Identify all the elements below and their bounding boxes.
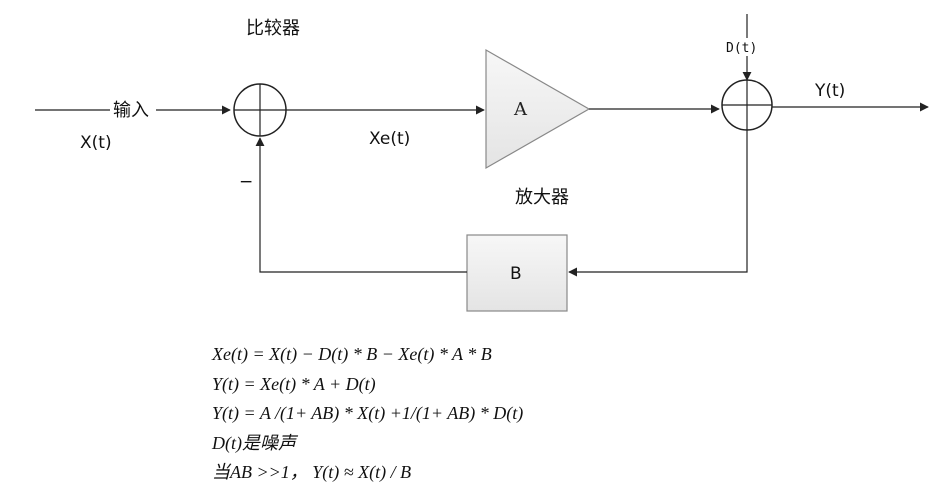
amplifier-block: [485, 48, 591, 170]
equation-output: Y(t) = Xe(t) * A + D(t): [212, 373, 376, 394]
output-summing-junction: [721, 79, 773, 131]
feedback-block: [466, 234, 568, 312]
noise-signal-label: D(t): [726, 41, 757, 56]
feedback-gain-label: B: [510, 264, 522, 284]
feedback-line-left: [255, 137, 467, 273]
equation-transfer: Y(t) = A /(1+ AB) * X(t) +1/(1+ AB) * D(…: [212, 403, 524, 423]
error-signal-label: Xe(t): [369, 129, 410, 149]
equation-error: Xe(t) = X(t) − D(t) * B − Xe(t) * A * B: [212, 344, 492, 364]
equation-noise-note: D(t)是噪声: [212, 432, 296, 453]
output-signal-label: Y(t): [814, 81, 845, 101]
comparator-summing-junction: [233, 83, 287, 137]
input-signal-label: X(t): [80, 133, 112, 153]
minus-sign: −: [239, 172, 253, 192]
feedback-line-right: [568, 130, 748, 277]
equations-block: Xe(t) = X(t) − D(t) * B − Xe(t) * A * B …: [212, 340, 523, 488]
comparator-label: 比较器: [246, 18, 300, 39]
equation-approximation: 当AB >>1， Y(t) ≈ X(t) / B: [212, 462, 412, 482]
amplifier-label: 放大器: [515, 187, 569, 208]
input-label: 输入: [113, 100, 149, 121]
amplifier-gain-label: A: [513, 99, 528, 120]
